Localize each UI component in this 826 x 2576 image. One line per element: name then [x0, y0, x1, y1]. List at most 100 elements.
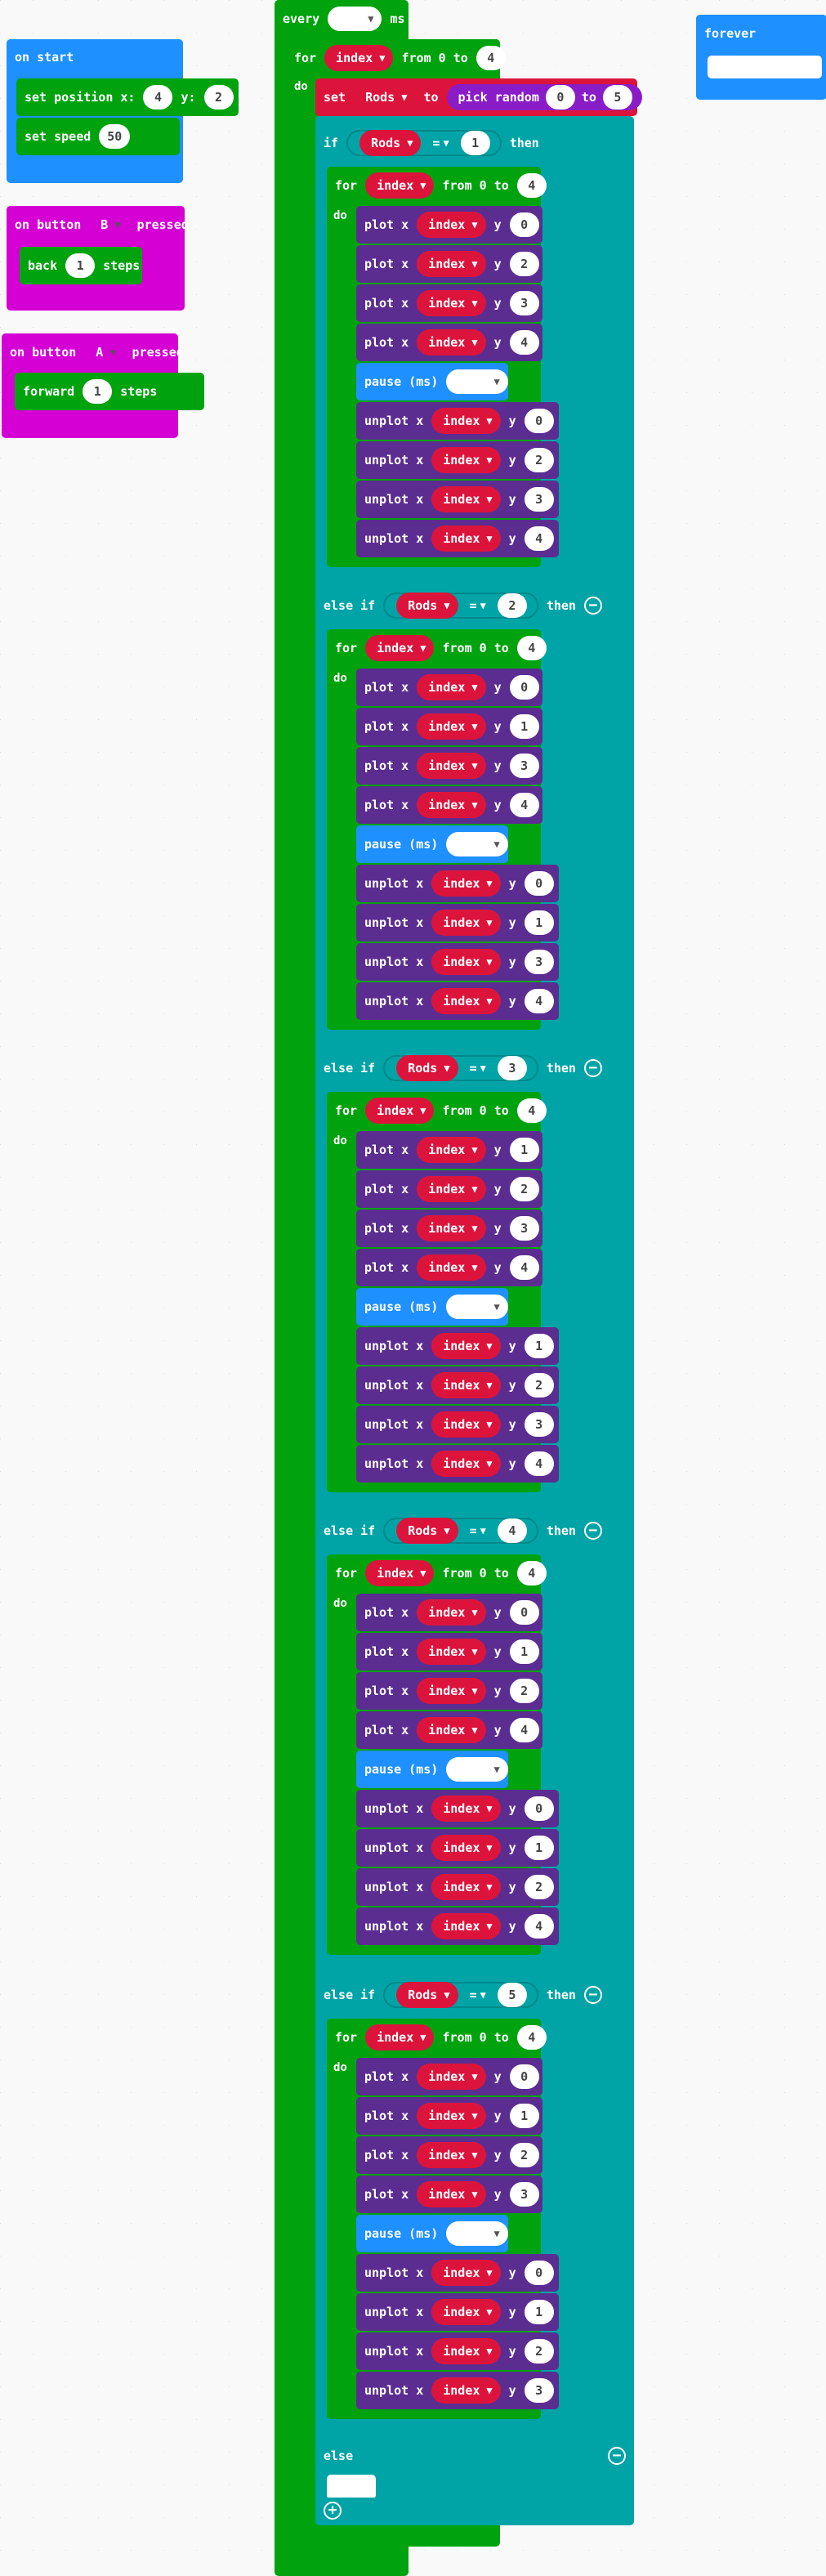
plot-x-var[interactable]: index▼ [417, 2181, 486, 2207]
unplot-y-input[interactable]: 0 [524, 871, 554, 896]
plot-y-input[interactable]: 3 [509, 754, 539, 778]
unplot-y-input[interactable]: 1 [524, 910, 554, 935]
plot-y-input[interactable]: 2 [509, 1679, 539, 1703]
plot-y-input[interactable]: 0 [509, 2064, 539, 2089]
outer-for-to-input[interactable]: 4 [476, 46, 506, 70]
inner-for-var[interactable]: index▼ [365, 635, 435, 661]
plot-x-var[interactable]: index▼ [417, 1215, 486, 1241]
plot-x-var[interactable]: index▼ [417, 1639, 486, 1665]
plot-x-var[interactable]: index▼ [417, 1599, 486, 1626]
unplot-x-var[interactable]: index▼ [431, 2299, 501, 2325]
plot-x-var[interactable]: index▼ [417, 1717, 486, 1743]
else-header[interactable]: else− [315, 2437, 634, 2475]
compare-value-input[interactable]: 2 [497, 593, 527, 618]
unplot-x-var[interactable]: index▼ [431, 1411, 501, 1438]
position-y-input[interactable]: 2 [203, 85, 234, 110]
if-footer[interactable]: + [315, 2498, 634, 2524]
compare-block[interactable]: Rods▼ =▼ 2 [383, 593, 538, 619]
position-x-input[interactable]: 4 [143, 85, 173, 110]
plot-y-input[interactable]: 4 [509, 793, 539, 817]
unplot-y-input[interactable]: 3 [524, 950, 554, 974]
plot-x-var[interactable]: index▼ [417, 753, 486, 779]
compare-var-select[interactable]: Rods▼ [396, 1518, 458, 1544]
compare-var-select[interactable]: Rods▼ [396, 593, 458, 619]
pause-block[interactable]: pause (ms)1000▼ [356, 825, 508, 863]
on-start-hat[interactable]: on start [7, 39, 183, 75]
plot-y-input[interactable]: 2 [509, 2143, 539, 2167]
compare-operator-select[interactable]: =▼ [470, 1988, 486, 2002]
pick-random-min-input[interactable]: 0 [545, 85, 575, 110]
compare-value-input[interactable]: 5 [497, 1983, 527, 2007]
unplot-y-input[interactable]: 0 [524, 409, 554, 433]
inner-for-var[interactable]: index▼ [365, 1098, 435, 1124]
compare-operator-select[interactable]: =▼ [470, 598, 486, 613]
back-steps-input[interactable]: 1 [65, 253, 96, 278]
plot-x-var[interactable]: index▼ [417, 1678, 486, 1704]
plot-y-input[interactable]: 3 [509, 2182, 539, 2207]
unplot-y-input[interactable]: 2 [524, 1373, 554, 1398]
unplot-y-input[interactable]: 3 [524, 2378, 554, 2403]
outer-for-var[interactable]: index▼ [324, 45, 394, 71]
pause-block[interactable]: pause (ms)1000▼ [356, 2215, 508, 2252]
unplot-y-input[interactable]: 4 [524, 989, 554, 1013]
plot-y-input[interactable]: 2 [509, 1177, 539, 1201]
unplot-x-var[interactable]: index▼ [431, 447, 501, 473]
plot-x-var[interactable]: index▼ [417, 2103, 486, 2129]
compare-operator-select[interactable]: =▼ [432, 136, 449, 150]
pick-random-max-input[interactable]: 5 [602, 85, 632, 110]
plot-x-var[interactable]: index▼ [417, 2142, 486, 2168]
plot-y-input[interactable]: 1 [509, 714, 539, 739]
plot-y-input[interactable]: 3 [509, 291, 539, 315]
add-branch-icon[interactable]: + [324, 2502, 342, 2520]
plot-y-input[interactable]: 1 [509, 2104, 539, 2128]
pause-block[interactable]: pause (ms)1000▼ [356, 1288, 508, 1326]
forever-hat[interactable]: forever [696, 15, 826, 52]
pause-duration-select[interactable]: 1000▼ [446, 1295, 508, 1319]
plot-x-var[interactable]: index▼ [417, 792, 486, 818]
pause-duration-select[interactable]: 1000▼ [446, 2221, 508, 2246]
plot-x-var[interactable]: index▼ [417, 713, 486, 740]
plot-x-var[interactable]: index▼ [417, 1137, 486, 1163]
unplot-y-input[interactable]: 2 [524, 2339, 554, 2364]
remove-branch-icon[interactable]: − [583, 597, 602, 615]
unplot-x-var[interactable]: index▼ [431, 486, 501, 512]
pause-block[interactable]: pause (ms)2000▼ [356, 363, 508, 400]
pause-duration-select[interactable]: 1000▼ [446, 1757, 508, 1782]
plot-y-input[interactable]: 0 [509, 675, 539, 700]
plot-y-input[interactable]: 1 [509, 1639, 539, 1664]
button-b-select[interactable]: B▼ [89, 212, 129, 237]
plot-x-var[interactable]: index▼ [417, 1176, 486, 1202]
unplot-x-var[interactable]: index▼ [431, 2338, 501, 2364]
unplot-x-var[interactable]: index▼ [431, 408, 501, 434]
speed-input[interactable]: 50 [99, 124, 131, 149]
plot-y-input[interactable]: 0 [509, 1600, 539, 1625]
unplot-y-input[interactable]: 0 [524, 2261, 554, 2285]
